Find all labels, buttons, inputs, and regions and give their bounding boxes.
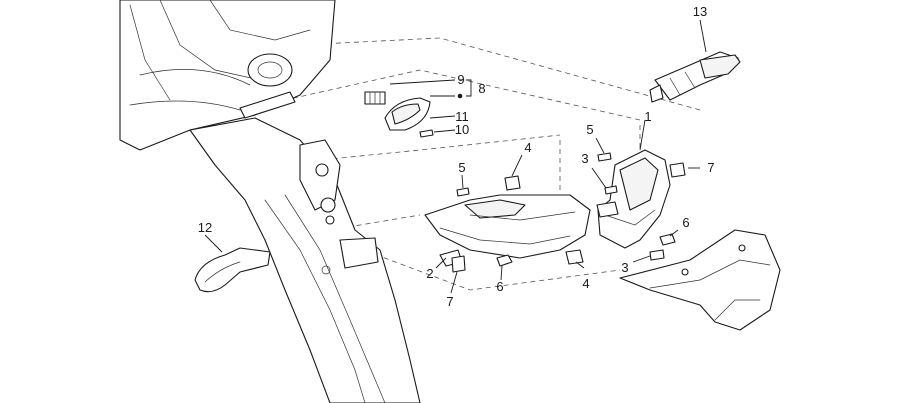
callout-2: 2 (426, 266, 433, 281)
part-6-screw-right (659, 233, 676, 246)
part-5-screw-right (597, 152, 612, 162)
part-2-tail-light (424, 194, 591, 269)
part-4-clip-upper (504, 175, 521, 191)
part-12-reflector (194, 234, 271, 293)
callout-7-right: 7 (707, 160, 714, 175)
part-1-light-support (596, 119, 671, 249)
callout-labels: 13 9 8 11 10 1 5 4 3 7 5 12 6 3 2 6 4 7 (198, 4, 715, 309)
part-13-turn-signal (649, 19, 741, 103)
callout-13: 13 (693, 4, 707, 19)
callout-7-lower: 7 (446, 294, 453, 309)
part-4-clip-lower (565, 249, 584, 265)
callout-8: 8 (478, 81, 485, 96)
callout-3-lower: 3 (621, 260, 628, 275)
callout-9: 9 (457, 72, 464, 87)
fasteners-group (451, 137, 700, 281)
part-7-clip-right (669, 162, 686, 178)
scooter-body-assembly (119, 0, 336, 151)
rear-body-cover (619, 229, 781, 331)
callout-10: 10 (455, 122, 469, 137)
callout-8-dot (457, 93, 463, 99)
callout-5-right: 5 (586, 122, 593, 137)
callout-1: 1 (644, 109, 651, 124)
callout-4-upper: 4 (524, 140, 531, 155)
callout-6-right: 6 (682, 215, 689, 230)
part-6-screw-lower (496, 254, 513, 267)
part-10-11-screws (419, 115, 456, 138)
callout-6-lower: 6 (496, 279, 503, 294)
part-8-lens (384, 79, 472, 131)
callout-12: 12 (198, 220, 212, 235)
callout-11: 11 (455, 109, 469, 124)
part-7-clip-lower (451, 255, 466, 273)
part-3-screw-lower (649, 249, 665, 261)
part-9-bulb-socket (364, 79, 456, 105)
callout-5-left: 5 (458, 160, 465, 175)
callout-3-upper: 3 (581, 151, 588, 166)
callout-4-lower: 4 (582, 276, 589, 291)
rear-fender (189, 117, 421, 403)
part-3-screw-upper (604, 185, 618, 195)
part-5-screw-left (456, 187, 470, 197)
